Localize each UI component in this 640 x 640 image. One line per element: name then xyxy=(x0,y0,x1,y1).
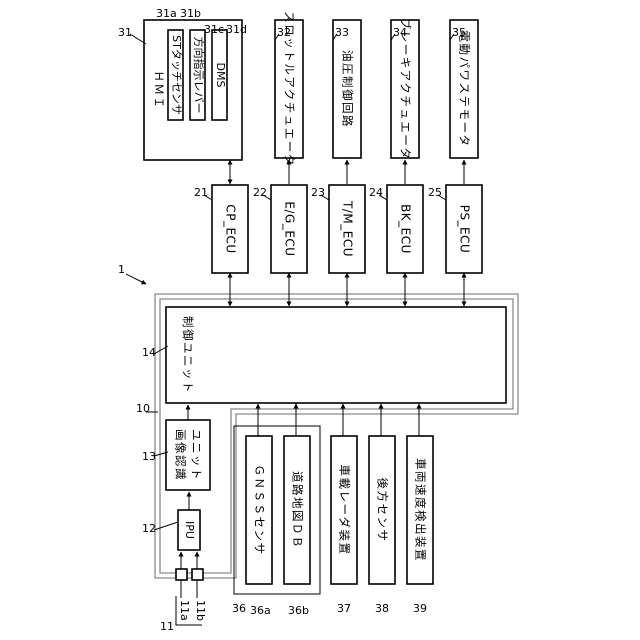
map-item-label: ＧＮＳＳセンサ xyxy=(253,465,267,556)
ecu-ref: 23 xyxy=(311,186,325,199)
ecu-ref: 21 xyxy=(194,186,208,199)
hmi-item-label: STタッチセンサ xyxy=(170,35,183,115)
actuator-ref: 32 xyxy=(277,26,291,39)
map-group-ref: 36 xyxy=(232,602,246,615)
svg-text:31a: 31a xyxy=(156,7,177,20)
ecu-label: BK_ECU xyxy=(399,204,413,254)
ipu-ref: 12 xyxy=(142,522,156,535)
cameras-ref: 11 xyxy=(160,620,174,633)
ecu-label: CP_ECU xyxy=(224,204,238,253)
actuator-ref: 35 xyxy=(452,26,466,39)
map-item-label: 道路地図ＤＢ xyxy=(291,471,305,549)
sensor-ref: 37 xyxy=(337,602,351,615)
control-unit-label: 制御ユニット xyxy=(181,316,195,394)
hmi-label: ＨＭＩ xyxy=(152,71,166,110)
control-unit-box xyxy=(166,307,506,403)
image-recognition-label-1: 画像認識 xyxy=(174,429,188,481)
image-recognition-label-2: ユニット xyxy=(190,429,204,481)
map-item-ref: 36a xyxy=(250,604,271,617)
ecu-ref: 25 xyxy=(428,186,442,199)
ipu-label: IPU xyxy=(183,521,196,539)
sensor-ref: 38 xyxy=(375,602,389,615)
image-recognition-ref: 13 xyxy=(142,450,156,463)
sensor-label: 車載レーダ装置 xyxy=(338,465,352,556)
figure-ref: 1 xyxy=(118,263,125,276)
sensor-label: 後方センサ xyxy=(376,478,390,543)
sensor-ref: 39 xyxy=(413,602,427,615)
hmi-item-label: DMS xyxy=(214,63,227,88)
ecu-ref: 22 xyxy=(253,186,267,199)
map-item-ref: 36b xyxy=(288,604,309,617)
actuator-ref: 33 xyxy=(335,26,349,39)
svg-text:31c: 31c xyxy=(204,23,224,36)
actuator-label: ブレーキアクチュエータ xyxy=(399,18,413,160)
actuator-label: 電動パワステモータ xyxy=(458,31,472,148)
figure-ref-leader xyxy=(126,274,146,284)
hmi-item-label: 方向指示レバー xyxy=(192,37,206,114)
ecu-label: E/G_ECU xyxy=(283,201,297,256)
ecu-ref: 24 xyxy=(369,186,383,199)
camera-11a-ref: 11a xyxy=(178,600,191,621)
camera-11a xyxy=(176,569,187,580)
sensor-label: 車両速度検出装置 xyxy=(414,458,428,562)
control-unit-ref: 14 xyxy=(142,346,156,359)
ecu-label: T/M_ECU xyxy=(341,200,355,257)
actuator-ref: 34 xyxy=(393,26,407,39)
ecu-label: PS_ECU xyxy=(458,205,472,254)
hmi-ref: 31 xyxy=(118,26,132,39)
svg-text:31d: 31d xyxy=(226,23,247,36)
camera-11b xyxy=(192,569,203,580)
actuator-label: 油圧制御回路 xyxy=(341,50,355,128)
camera-11b-ref: 11b xyxy=(194,600,207,621)
system-ref: 10 xyxy=(136,402,150,415)
svg-text:31b: 31b xyxy=(180,7,201,20)
